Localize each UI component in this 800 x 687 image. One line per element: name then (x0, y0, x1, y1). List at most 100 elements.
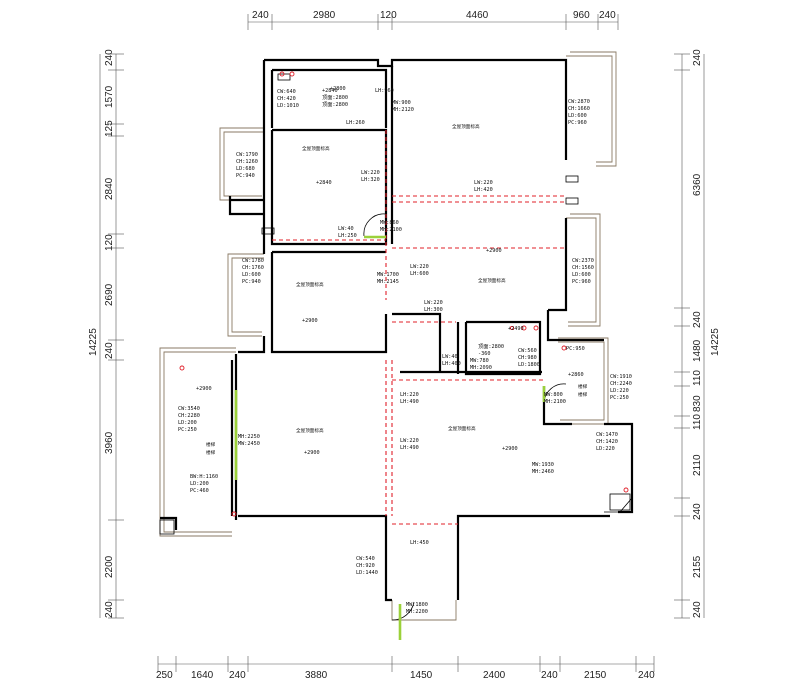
room-label: 全屋顶面标高 (296, 427, 324, 434)
room-label: 全屋顶面标高 (478, 277, 506, 284)
top-dim-4: 4460 (466, 10, 489, 21)
annotation-block: LH:260 (346, 120, 365, 126)
right-dim-8: 2110 (692, 454, 703, 476)
right-dimension-chain: 240 6360 240 1480 110 830 110 2110 240 2… (674, 49, 721, 619)
left-dim-total: 14225 (88, 328, 99, 356)
annotation-line: LH:300 (424, 307, 443, 313)
annotation-line: CH:420 (277, 96, 296, 102)
annotation-line: PC:950 (566, 346, 585, 352)
annotation-line: LD:600 (572, 272, 591, 278)
left-dim-7: 240 (104, 342, 115, 359)
annotation-line: CW:640 (277, 89, 296, 95)
annotation-line: LH:250 (338, 233, 357, 239)
annotation-line: LH:490 (400, 445, 419, 451)
room-label: 全屋顶面标高 (302, 145, 330, 152)
level-mark: +2900 (304, 450, 320, 456)
annotation-line: MW:1930 (532, 462, 554, 468)
left-dim-6: 2690 (104, 283, 115, 306)
bottom-dim-1: 250 (156, 670, 173, 681)
annotation-line: MH:2100 (380, 227, 402, 233)
annotation-line: LD:220 (596, 446, 615, 452)
annotation-line: CH:1560 (572, 265, 594, 271)
right-dim-total: 14225 (710, 328, 721, 356)
annotation-line: MH:2200 (406, 609, 428, 615)
bottom-dimension-chain: 250 1640 240 3880 1450 2400 240 2150 240 (156, 656, 655, 681)
top-dim-5: 960 (573, 10, 590, 21)
annotation-line: LH:450 (410, 540, 429, 546)
bottom-dim-9: 240 (638, 670, 655, 681)
annotation-line: LH:320 (361, 177, 380, 183)
annotation-block: 顶面:2800-360 (478, 343, 504, 357)
level-mark: +2900 (302, 318, 318, 324)
right-dim-6: 830 (692, 395, 703, 412)
room-label: 全屋顶面标高 (452, 123, 480, 130)
room-labels: 全屋顶面标高 全屋顶面标高 全屋顶面标高 全屋顶面标高 全屋顶面标高 全屋顶面标… (206, 123, 588, 456)
annotation-line: PC:940 (242, 279, 261, 285)
annotation-line: PC:960 (572, 279, 591, 285)
annotation-line: LD:200 (190, 481, 209, 487)
annotation-line: BW:H:1160 (190, 474, 218, 480)
annotation-line: CH:2280 (178, 413, 200, 419)
annotation-line: LW:220 (361, 170, 380, 176)
annotation-line: LH:960 (375, 88, 394, 94)
annotation-line: CH:980 (518, 355, 537, 361)
fixture-markers (179, 71, 629, 517)
window-frames (159, 51, 617, 621)
ceiling-dashed-lines (272, 130, 566, 525)
annotation-line: LD:1800 (518, 362, 540, 368)
side-label: 楼梯 (206, 441, 216, 448)
left-dim-10: 240 (104, 601, 115, 618)
annotation-line: MW:2450 (238, 441, 260, 447)
annotation-block: LH:450 (410, 540, 429, 546)
annotation-line: 顶面:2800 (322, 101, 348, 108)
level-mark: +2800 (330, 86, 346, 92)
annotation-line: LH:400 (442, 361, 461, 367)
annotation-line: MW:1700 (377, 272, 399, 278)
annotation-line: MW:900 (392, 100, 411, 106)
annotation-line: PC:250 (610, 395, 629, 401)
annotation-line: PC:250 (178, 427, 197, 433)
bottom-dim-7: 240 (541, 670, 558, 681)
right-dim-2: 6360 (692, 173, 703, 196)
annotation-line: MH:2100 (544, 399, 566, 405)
annotation-line: CH:1420 (596, 439, 618, 445)
right-dim-11: 240 (692, 601, 703, 618)
annotation-line: CW:2870 (568, 99, 590, 105)
level-mark: +2490 (508, 326, 524, 332)
annotation-line: LD:220 (610, 388, 629, 394)
annotation-line: MW:800 (544, 392, 563, 398)
annotation-line: LD:600 (568, 113, 587, 119)
right-dim-1: 240 (692, 49, 703, 66)
side-label: 楼梯 (578, 391, 588, 398)
top-dim-1: 240 (252, 10, 269, 21)
annotation-line: CH:1760 (242, 265, 264, 271)
annotation-line: CW:1910 (610, 374, 632, 380)
annotation-line: CH:1260 (236, 159, 258, 165)
annotation-line: MH:2250 (238, 434, 260, 440)
annotation-line: MH:2460 (532, 469, 554, 475)
bottom-dim-6: 2400 (483, 670, 506, 681)
annotation-line: 顶面:2800 (478, 343, 504, 350)
annotation-line: CW:3540 (178, 406, 200, 412)
annotation-line: LD:1010 (277, 103, 299, 109)
side-label: 楼梯 (206, 449, 216, 456)
